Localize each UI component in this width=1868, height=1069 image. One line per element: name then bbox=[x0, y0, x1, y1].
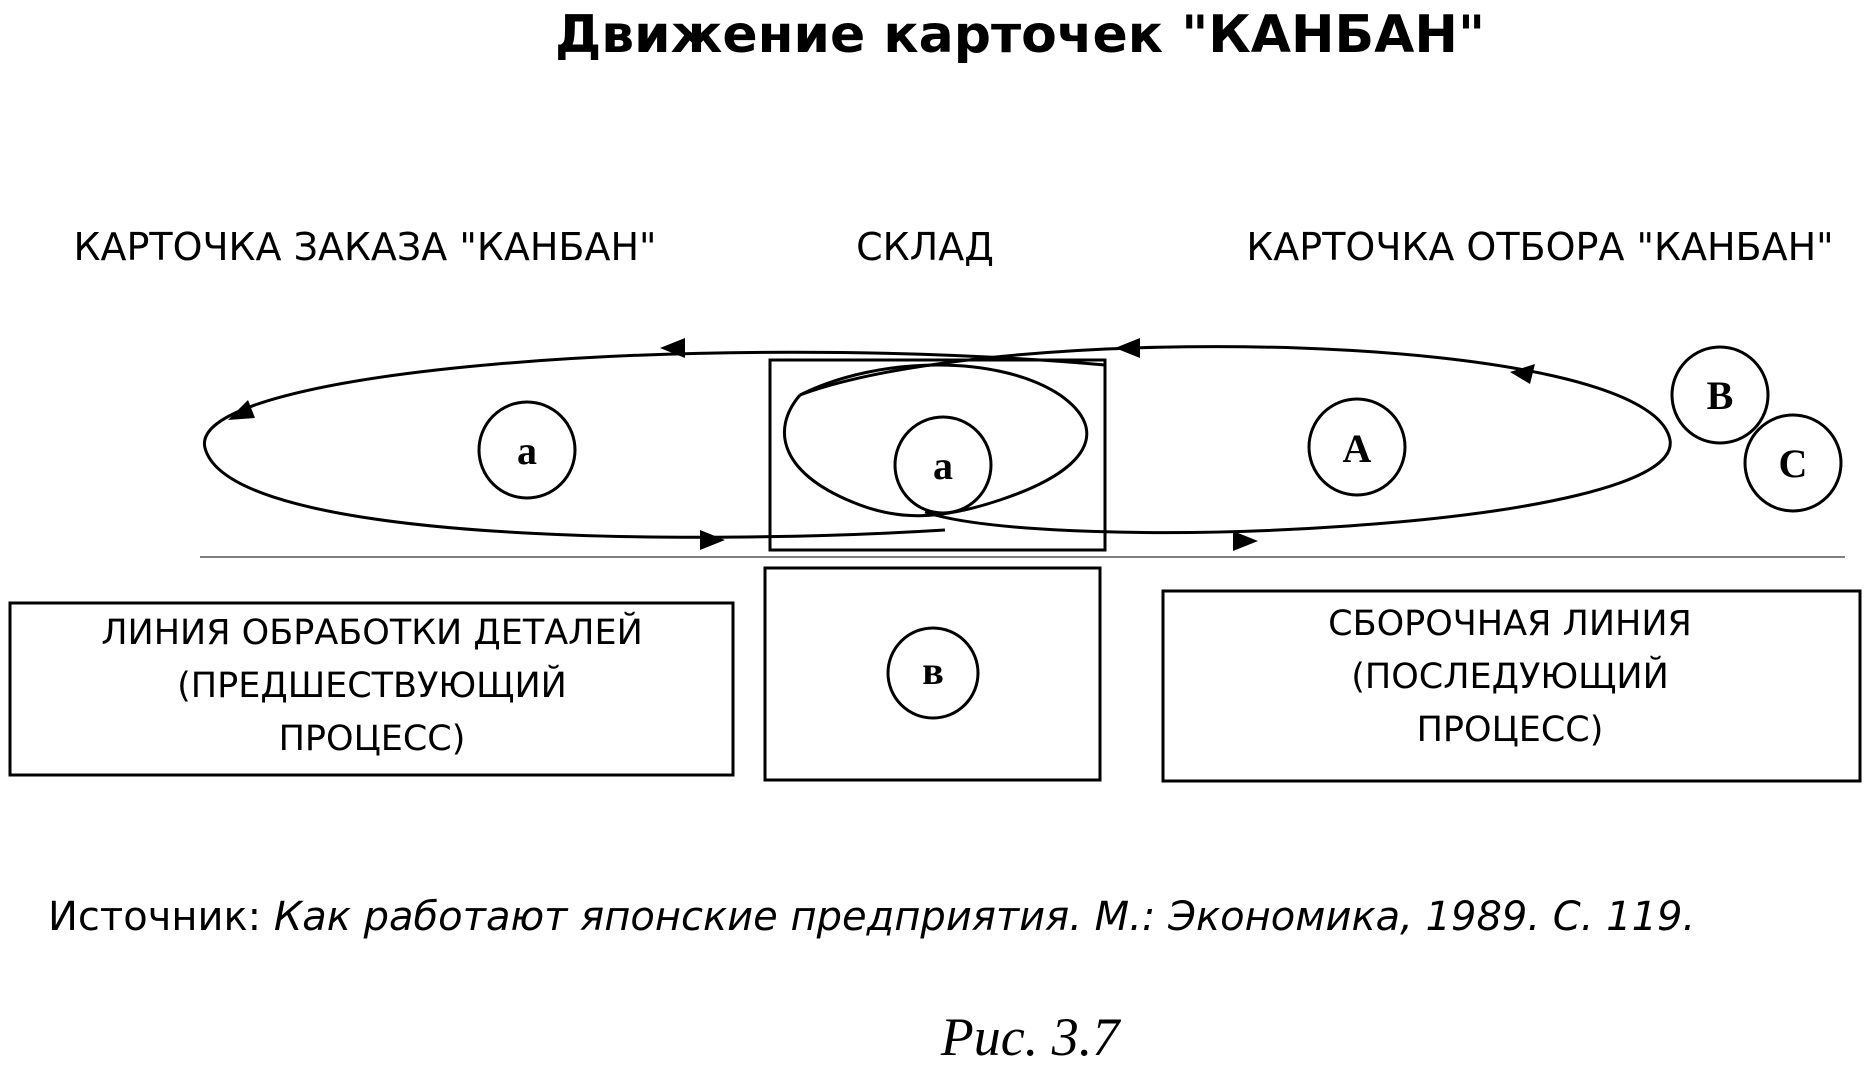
card-C-label: C bbox=[1779, 441, 1808, 486]
assembly-line-box bbox=[1161, 589, 1862, 783]
arrow-right-bottom bbox=[1233, 531, 1258, 551]
right-box-line-3: ПРОЦЕСС) bbox=[1417, 710, 1604, 750]
left-box-line-2: (ПРЕДШЕСТВУЮЩИЙ bbox=[177, 664, 567, 706]
card-b-warehouse bbox=[886, 626, 980, 720]
arrow-right-upper bbox=[1510, 364, 1535, 384]
arrow-left-top bbox=[660, 338, 685, 358]
right-box-line-2: (ПОСЛЕДУЮЩИЙ bbox=[1351, 655, 1669, 697]
source-citation: Источник: Как работают японские предприя… bbox=[48, 894, 1695, 940]
warehouse-header: СКЛАД bbox=[856, 225, 994, 269]
source-text: Как работают японские предприятия. М.: Э… bbox=[274, 894, 1695, 940]
warehouse-inner-loop bbox=[783, 363, 1089, 518]
diagram-title: Движение карточек "КАНБАН" bbox=[555, 5, 1485, 65]
source-prefix: Источник: bbox=[48, 894, 274, 940]
card-B-label: B bbox=[1707, 373, 1734, 418]
pick-kanban-loop bbox=[799, 345, 1672, 534]
arrow-right-top bbox=[1115, 338, 1140, 358]
card-C bbox=[1743, 413, 1843, 513]
card-a-center-label: a bbox=[933, 443, 953, 488]
right-box-line-1: СБОРОЧНАЯ ЛИНИЯ bbox=[1328, 604, 1692, 644]
arrow-left-end bbox=[228, 400, 255, 420]
card-a-left bbox=[477, 400, 577, 500]
card-A-right bbox=[1307, 397, 1407, 497]
card-a-center bbox=[893, 415, 993, 515]
left-box-line-1: ЛИНИЯ ОБРАБОТКИ ДЕТАЛЕЙ bbox=[101, 611, 643, 653]
card-b-warehouse-label: в bbox=[922, 648, 944, 693]
pick-card-header: КАРТОЧКА ОТБОРА "КАНБАН" bbox=[1246, 225, 1833, 269]
order-kanban-loop bbox=[203, 350, 1106, 539]
card-B bbox=[1670, 345, 1770, 445]
warehouse-storage-box bbox=[768, 358, 1107, 552]
figure-caption: Рис. 3.7 bbox=[940, 1007, 1121, 1067]
parts-processing-line-box bbox=[8, 601, 735, 777]
left-box-line-3: ПРОЦЕСС) bbox=[279, 719, 466, 759]
order-card-header: КАРТОЧКА ЗАКАЗА "КАНБАН" bbox=[73, 225, 656, 269]
card-a-left-label: a bbox=[517, 428, 537, 473]
arrow-left-bottom bbox=[700, 530, 725, 550]
card-A-right-label: A bbox=[1343, 426, 1372, 471]
